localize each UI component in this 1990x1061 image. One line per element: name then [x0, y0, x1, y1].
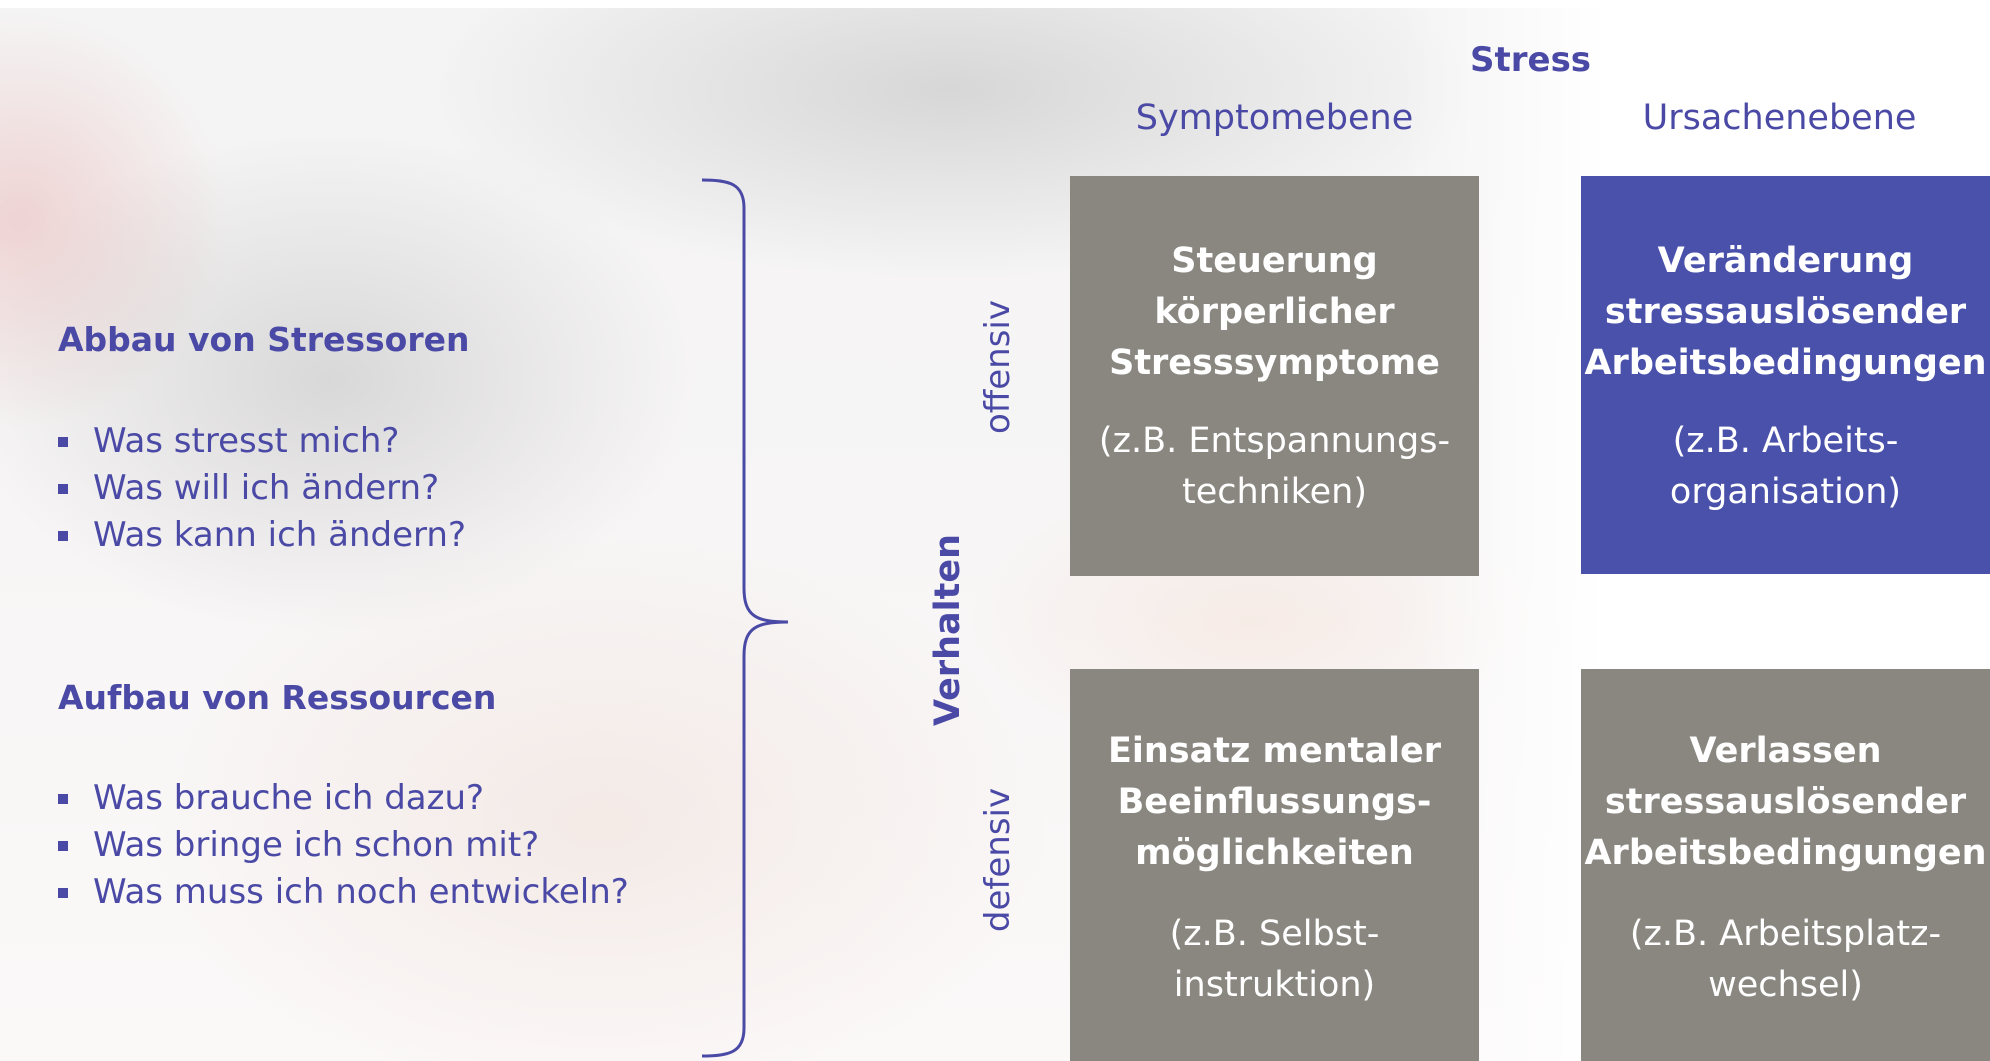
- column-header-cause: Ursachenebene: [1642, 98, 1917, 138]
- axis-label-offensive: offensiv: [978, 300, 1018, 434]
- box-example: (z.B. Arbeits- organisation): [1669, 421, 1902, 512]
- section-heading-stressors: Abbau von Stressoren: [58, 320, 470, 359]
- box-cause-offensive: Veränderung stressauslösender Arbeitsbed…: [1581, 176, 1990, 574]
- column-header-symptom: Symptomebene: [1135, 98, 1414, 138]
- box-title: Verlassen stressauslösender Arbeitsbedin…: [1584, 731, 1987, 873]
- box-cause-defensive: Verlassen stressauslösender Arbeitsbedin…: [1581, 669, 1990, 1061]
- box-example: (z.B. Arbeitsplatz- wechsel): [1629, 914, 1942, 1005]
- stressor-questions-list: Was stresst mich? Was will ich ändern? W…: [58, 418, 466, 559]
- list-item: Was muss ich noch entwickeln?: [58, 869, 629, 916]
- list-item: Was kann ich ändern?: [58, 512, 466, 559]
- bullet-square-icon: [58, 888, 68, 898]
- resource-questions-list: Was brauche ich dazu? Was bringe ich sch…: [58, 775, 629, 916]
- list-item: Was brauche ich dazu?: [58, 775, 629, 822]
- bullet-square-icon: [58, 531, 68, 541]
- list-item: Was will ich ändern?: [58, 465, 466, 512]
- curly-brace-icon: [701, 178, 789, 1058]
- box-title: Veränderung stressauslösender Arbeitsbed…: [1584, 241, 1987, 383]
- box-title: Einsatz mentaler Beeinflussungs- möglich…: [1107, 731, 1442, 873]
- top-strip: [0, 0, 1990, 8]
- box-symptom-offensive: Steuerung körperlicher Stresssymptome (z…: [1070, 176, 1479, 576]
- stress-title: Stress: [1470, 40, 1592, 80]
- list-item: Was bringe ich schon mit?: [58, 822, 629, 869]
- box-symptom-defensive: Einsatz mentaler Beeinflussungs- möglich…: [1070, 669, 1479, 1061]
- bullet-square-icon: [58, 484, 68, 494]
- box-example: (z.B. Selbst- instruktion): [1169, 914, 1380, 1005]
- axis-label-defensive: defensiv: [978, 787, 1018, 933]
- box-title: Steuerung körperlicher Stresssymptome: [1109, 241, 1440, 383]
- list-item: Was stresst mich?: [58, 418, 466, 465]
- bullet-square-icon: [58, 437, 68, 447]
- section-heading-resources: Aufbau von Ressourcen: [58, 678, 497, 717]
- box-example: (z.B. Entspannungs- techniken): [1098, 421, 1451, 512]
- bullet-square-icon: [58, 794, 68, 804]
- axis-label-behavior: Verhalten: [928, 533, 968, 727]
- bullet-square-icon: [58, 841, 68, 851]
